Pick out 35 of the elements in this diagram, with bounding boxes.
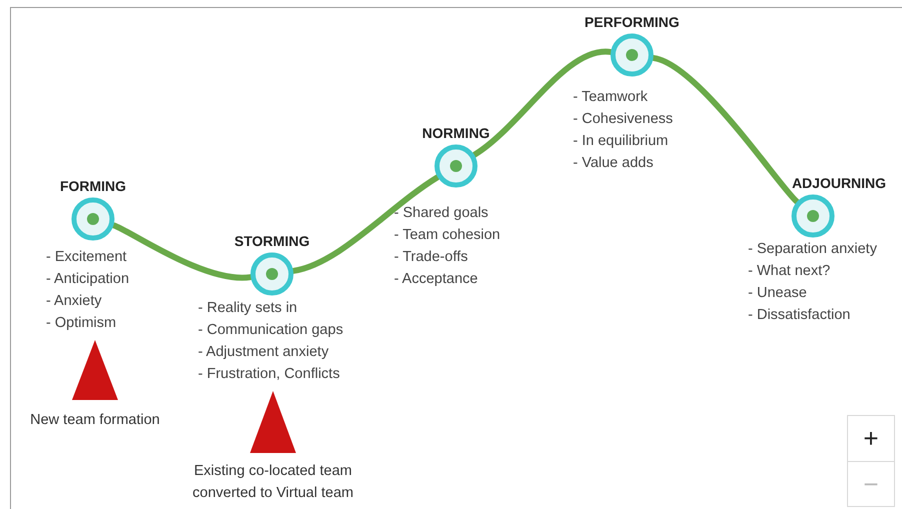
list-item: - Optimism xyxy=(46,314,118,333)
list-item: - Reality sets in xyxy=(198,299,298,318)
list-item: - Excitement xyxy=(46,248,128,267)
list-item: - In equilibrium xyxy=(573,132,670,151)
list-item: - Communication gaps xyxy=(198,321,344,340)
zoom-in-button: + xyxy=(848,416,894,462)
stage-title: FORMING xyxy=(60,177,126,195)
list-item: - What next? xyxy=(748,262,832,281)
list-item: - Unease xyxy=(748,284,808,303)
curve-segment xyxy=(472,48,614,158)
stage-title: NORMING xyxy=(422,124,490,142)
triangle-marker xyxy=(250,391,296,453)
list-item: - Team cohesion xyxy=(394,226,500,245)
list-item: - Frustration, Conflicts xyxy=(198,365,341,384)
list-item: - Cohesiveness xyxy=(573,110,673,129)
marker-caption: New team formation xyxy=(29,411,161,430)
list-item: - Value adds xyxy=(573,154,654,173)
list-item: - Shared goals xyxy=(394,204,490,223)
stage-title: PERFORMING xyxy=(584,13,680,31)
marker-caption: Existing co-located team converted to Virtual team xyxy=(192,462,354,503)
zoom-out-button: − xyxy=(848,462,894,506)
stage-title: STORMING xyxy=(234,232,310,250)
curve-segment xyxy=(111,222,254,281)
list-item: - Acceptance xyxy=(394,270,479,289)
list-item: - Anticipation xyxy=(46,270,130,289)
list-item: - Trade-offs xyxy=(394,248,469,267)
stage-title: ADJOURNING xyxy=(792,174,886,192)
list-item: - Teamwork xyxy=(573,88,649,107)
list-item: - Anxiety xyxy=(46,292,103,311)
curve-segment xyxy=(650,55,800,204)
list-item: - Separation anxiety xyxy=(748,240,877,259)
triangle-marker xyxy=(72,340,118,400)
list-item: - Dissatisfaction xyxy=(748,306,852,325)
list-item: - Adjustment anxiety xyxy=(198,343,330,362)
curve-segment xyxy=(290,174,440,274)
